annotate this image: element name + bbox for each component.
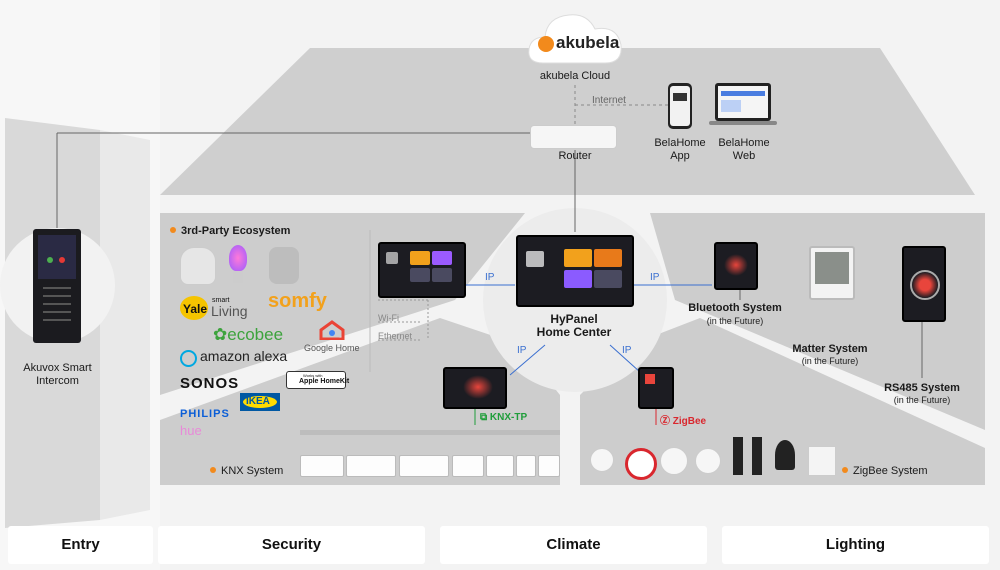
zigbee-sensor-device: [590, 448, 614, 472]
ip-label-zigbee: IP: [622, 345, 632, 356]
google-home-icon: [319, 320, 345, 341]
ecosystem-title: 3rd-Party Ecosystem: [170, 225, 290, 238]
smart-bulb-icon: [229, 245, 247, 271]
laptop-base: [709, 121, 777, 125]
hue-logo: hue: [180, 423, 202, 438]
zigbee-icon: Ⓩ: [660, 416, 673, 427]
zigbee-system-text: ZigBee System: [853, 465, 928, 477]
ikea-logo-icon: IKEA: [240, 393, 280, 411]
app-line1: BelaHome: [654, 137, 706, 149]
zigbee-tag: Ⓩ ZigBee: [660, 412, 706, 427]
center-line2: Home Center: [536, 325, 612, 339]
wifi-label: Wi-Fi: [378, 313, 399, 323]
knx-tp-label: ⧉ KNX-TP: [480, 412, 527, 423]
philips-logo: PHILIPS: [180, 408, 230, 420]
zigbee-tag-text: ZigBee: [672, 416, 707, 427]
knx-module: [486, 455, 514, 477]
ip-label-left: IP: [485, 272, 495, 283]
ecosystem-title-text: 3rd-Party Ecosystem: [181, 225, 291, 237]
category-climate[interactable]: Climate: [440, 526, 707, 564]
knx-panel-device: [443, 367, 507, 409]
knx-module: [399, 455, 449, 477]
category-lighting[interactable]: Lighting: [722, 526, 989, 564]
knx-system-label: KNX System: [210, 465, 283, 478]
zigbee-camera-device: [660, 447, 688, 475]
internet-label: Internet: [592, 95, 626, 106]
matter-sub: (in the Future): [801, 356, 859, 366]
yale-text: Yale: [183, 302, 208, 316]
rs485-panel-device: [902, 246, 946, 322]
knx-module: [452, 455, 484, 477]
yale-smart: smart: [212, 297, 230, 304]
zigbee-switch-device: [808, 446, 836, 476]
zigbee-lock-device: [733, 437, 743, 475]
router-label: Router: [558, 150, 592, 162]
laptop-icon: [715, 83, 771, 121]
matter-panel-device: [809, 246, 855, 300]
app-line2: App: [670, 150, 690, 162]
knx-module: [346, 455, 396, 477]
phone-icon: [668, 83, 692, 129]
zigbee-motion-device: [695, 448, 721, 474]
knx-tp-icon: ⧉: [480, 412, 490, 423]
somfy-logo: somfy: [268, 290, 327, 312]
homekit-text: Apple HomeKit: [299, 378, 350, 385]
intercom-line1: Akuvox Smart: [23, 362, 92, 374]
matter-title: Matter System: [792, 343, 868, 355]
zigbee-light-device: [775, 440, 795, 470]
orange-dot-icon: [842, 467, 848, 473]
knx-module: [538, 455, 560, 477]
bluetooth-panel-device: [714, 242, 758, 290]
yale-logo-icon: [180, 296, 208, 320]
knx-tp-text: KNX-TP: [489, 412, 528, 423]
intercom-device: [33, 229, 81, 343]
zigbee-thermostat-device: [625, 448, 657, 480]
rs485-sub: (in the Future): [893, 395, 951, 405]
hypanel-center-device: [516, 235, 634, 307]
rs485-title: RS485 System: [884, 382, 960, 394]
ip-label-knx: IP: [517, 345, 527, 356]
orange-dot-icon: [210, 467, 216, 473]
knx-module: [300, 455, 344, 477]
bulb-base: [233, 271, 243, 283]
cloud-caption: akubela Cloud: [539, 70, 611, 82]
orange-dot-icon: [170, 227, 176, 233]
sonos-logo: SONOS: [180, 375, 240, 392]
cloud-icon: [528, 14, 622, 64]
nest-speaker-icon: [269, 247, 299, 284]
ip-label-right: IP: [650, 272, 660, 283]
zigbee-lock-device: [752, 437, 762, 475]
zigbee-system-label: ZigBee System: [842, 465, 928, 478]
category-security[interactable]: Security: [158, 526, 425, 564]
web-line2: Web: [732, 150, 756, 162]
homekit-badge: Works with Apple HomeKit: [286, 371, 350, 389]
cloud-logo-text: akubela: [556, 33, 620, 52]
ethernet-label: Ethernet: [378, 331, 413, 341]
alexa-icon: [180, 350, 197, 367]
router-icon: [530, 125, 617, 149]
knx-system-text: KNX System: [221, 465, 284, 477]
zigbee-panel-device: [638, 367, 674, 409]
web-line1: BelaHome: [718, 137, 770, 149]
ecobee-text: ecobee: [227, 325, 284, 344]
hypanel-left-device: [378, 242, 466, 298]
akubela-logo-icon: [538, 36, 554, 52]
intercom-line2: Intercom: [36, 375, 79, 387]
bluetooth-title: Bluetooth System: [688, 302, 782, 314]
center-line1: HyPanel: [550, 312, 598, 326]
category-entry[interactable]: Entry: [8, 526, 153, 564]
homekit-small-text: Works with: [303, 373, 323, 378]
alexa-text: amazon alexa: [200, 348, 288, 364]
smart-speaker-icon: [180, 247, 216, 285]
ecobee-logo: ✿ecobee: [213, 325, 284, 344]
knx-module: [516, 455, 536, 477]
ikea-text: IKEA: [246, 396, 270, 407]
yale-living: Living: [211, 303, 248, 319]
bluetooth-sub: (in the Future): [706, 316, 764, 326]
google-home-text: Google Home: [304, 343, 360, 353]
